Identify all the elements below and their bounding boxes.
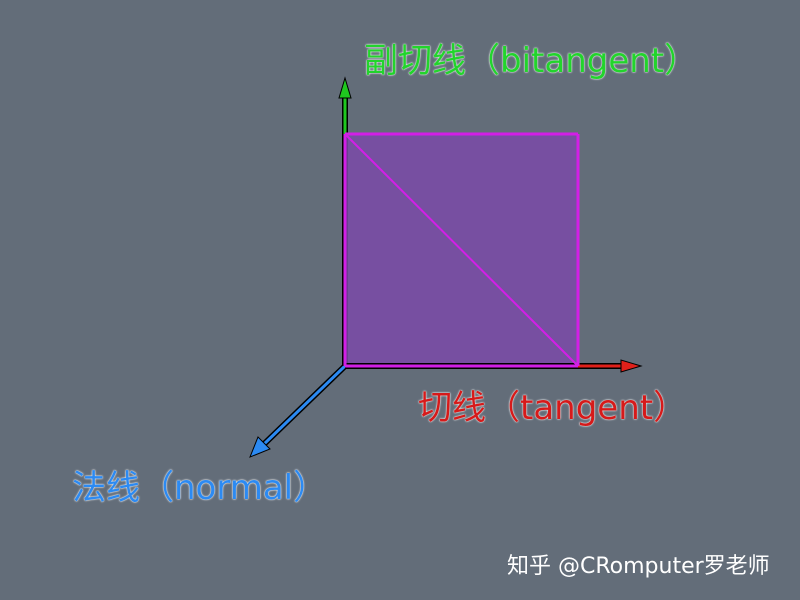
normal-axis (249, 363, 348, 458)
normal-label: 法线（normal） (72, 468, 328, 508)
bitangent-arrowhead (338, 76, 352, 99)
tangent-arrowhead (620, 359, 643, 373)
quad-diagonal (344, 133, 579, 367)
bitangent-label: 副切线（bitangent） (364, 41, 699, 81)
watermark: 知乎 @CRomputer罗老师 (507, 554, 770, 579)
normal-arrowhead (249, 436, 271, 458)
tangent-label: 切线（tangent） (418, 388, 688, 428)
quad-edges (343, 132, 580, 368)
